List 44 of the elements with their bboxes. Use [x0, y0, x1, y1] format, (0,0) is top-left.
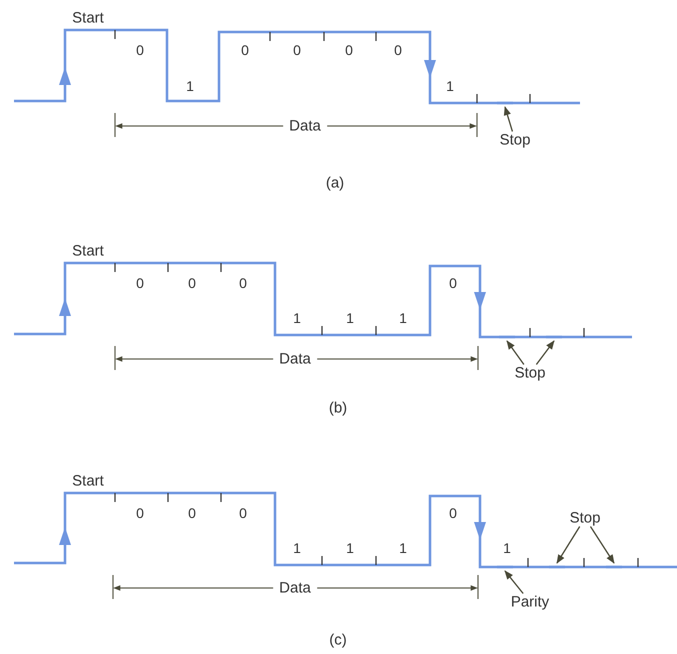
start-label: Start [71, 10, 105, 26]
bit-value: 1 [398, 310, 408, 326]
leader-line [506, 340, 524, 365]
bit-value: 1 [345, 310, 355, 326]
panel-label: (a) [324, 174, 346, 192]
bit-value: 1 [445, 78, 455, 94]
annotation-text: Stop [512, 364, 548, 382]
bit-value: 0 [448, 275, 458, 291]
bit-value: 1 [185, 78, 195, 94]
bit-value: 0 [135, 505, 145, 521]
panel-label: (c) [328, 632, 348, 648]
signal-segment [546, 336, 562, 338]
start-label: Start [71, 242, 105, 260]
signal-segment [606, 566, 622, 568]
signal-segment [497, 566, 513, 568]
bit-value: 0 [238, 275, 248, 291]
annotation-text: Stop [498, 132, 532, 148]
leader-line [536, 340, 555, 365]
panel-label: (b) [328, 400, 348, 416]
bit-value: 1 [292, 540, 302, 556]
annotation-text: Parity [508, 594, 552, 610]
bit-value: 1 [345, 540, 355, 556]
annotation-text: Stop [568, 510, 602, 526]
bit-value: 0 [393, 42, 403, 58]
bit-value: 0 [187, 275, 197, 291]
bit-value: 0 [344, 42, 354, 58]
bit-value: 0 [135, 275, 145, 291]
leader-line [504, 570, 524, 594]
signal-segment [549, 566, 565, 568]
bit-value: 0 [448, 505, 458, 521]
leader-line [556, 526, 580, 564]
bit-value: 0 [292, 42, 302, 58]
leader-line [590, 526, 615, 564]
bit-value: 1 [398, 540, 408, 556]
start-label: Start [71, 472, 105, 490]
bit-value: 0 [135, 42, 145, 58]
signal-segment [499, 336, 515, 338]
bit-value: 0 [240, 42, 250, 58]
bit-value: 0 [187, 505, 197, 521]
bit-value: 0 [238, 505, 248, 521]
bit-value: 1 [292, 310, 302, 326]
signal-segment [497, 102, 513, 104]
leader-line [504, 106, 514, 132]
bit-value: 1 [502, 540, 512, 556]
